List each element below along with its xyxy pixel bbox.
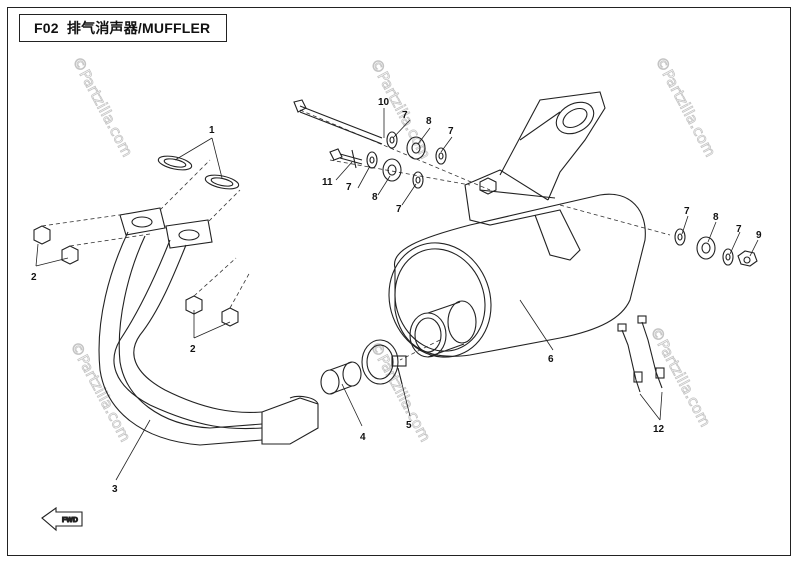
callout-2: 2: [31, 272, 37, 283]
watermark: ©Partzilla.com: [651, 53, 719, 159]
gasket-part-1: [157, 155, 240, 190]
cables-part-12: [617, 315, 665, 393]
grommets-part-8: [382, 136, 716, 260]
title-code: F02: [34, 20, 59, 36]
callout-3: 3: [112, 484, 118, 495]
callout-8: 8: [713, 212, 719, 223]
bolt-part-10: [293, 99, 383, 145]
callout-6: 6: [548, 354, 554, 365]
callout-numbers: 1 2 2 3 4 5 6 7 7 7 7 7 7 8 8 8 9 10 11 …: [31, 97, 762, 495]
watermark: ©Partzilla.com: [66, 338, 134, 444]
bolt-part-11: [329, 148, 363, 169]
callout-7: 7: [684, 206, 690, 217]
nuts-part-2: [33, 225, 239, 327]
watermark: ©Partzilla.com: [68, 53, 136, 159]
callout-11: 11: [322, 177, 333, 188]
nut-part-9: [737, 250, 758, 267]
callout-5: 5: [406, 420, 412, 431]
callout-10: 10: [378, 97, 390, 108]
callout-8: 8: [372, 192, 378, 203]
callout-4: 4: [360, 432, 366, 443]
callout-7: 7: [346, 182, 352, 193]
callout-7: 7: [402, 110, 408, 121]
callout-8: 8: [426, 116, 432, 127]
watermark: ©Partzilla.com: [646, 323, 714, 429]
watermark: ©Partzilla.com: [366, 55, 434, 161]
callout-12: 12: [653, 424, 665, 435]
washers-part-7: [366, 131, 734, 266]
callout-2: 2: [190, 344, 196, 355]
callout-7: 7: [448, 126, 454, 137]
callout-7: 7: [736, 224, 742, 235]
callout-1: 1: [209, 125, 215, 136]
title-english: MUFFLER: [142, 20, 211, 36]
muffler-part-6: [388, 91, 646, 358]
sleeve-part-4: [320, 361, 362, 395]
leader-dashed: [41, 109, 671, 361]
diagram-title: F02 排气消声器/MUFFLER: [19, 14, 227, 42]
title-chinese: 排气消声器/: [66, 20, 143, 36]
callout-leaders: [35, 108, 759, 481]
callout-9: 9: [756, 230, 762, 241]
watermark: ©Partzilla.com: [366, 338, 434, 444]
callout-7: 7: [396, 204, 402, 215]
drawing-frame: [7, 7, 791, 556]
fwd-label: FWD: [62, 517, 78, 524]
exhaust-header-pipes: [41, 207, 319, 532]
watermarks: ©Partzilla.com ©Partzilla.com ©Partzilla…: [66, 53, 720, 445]
